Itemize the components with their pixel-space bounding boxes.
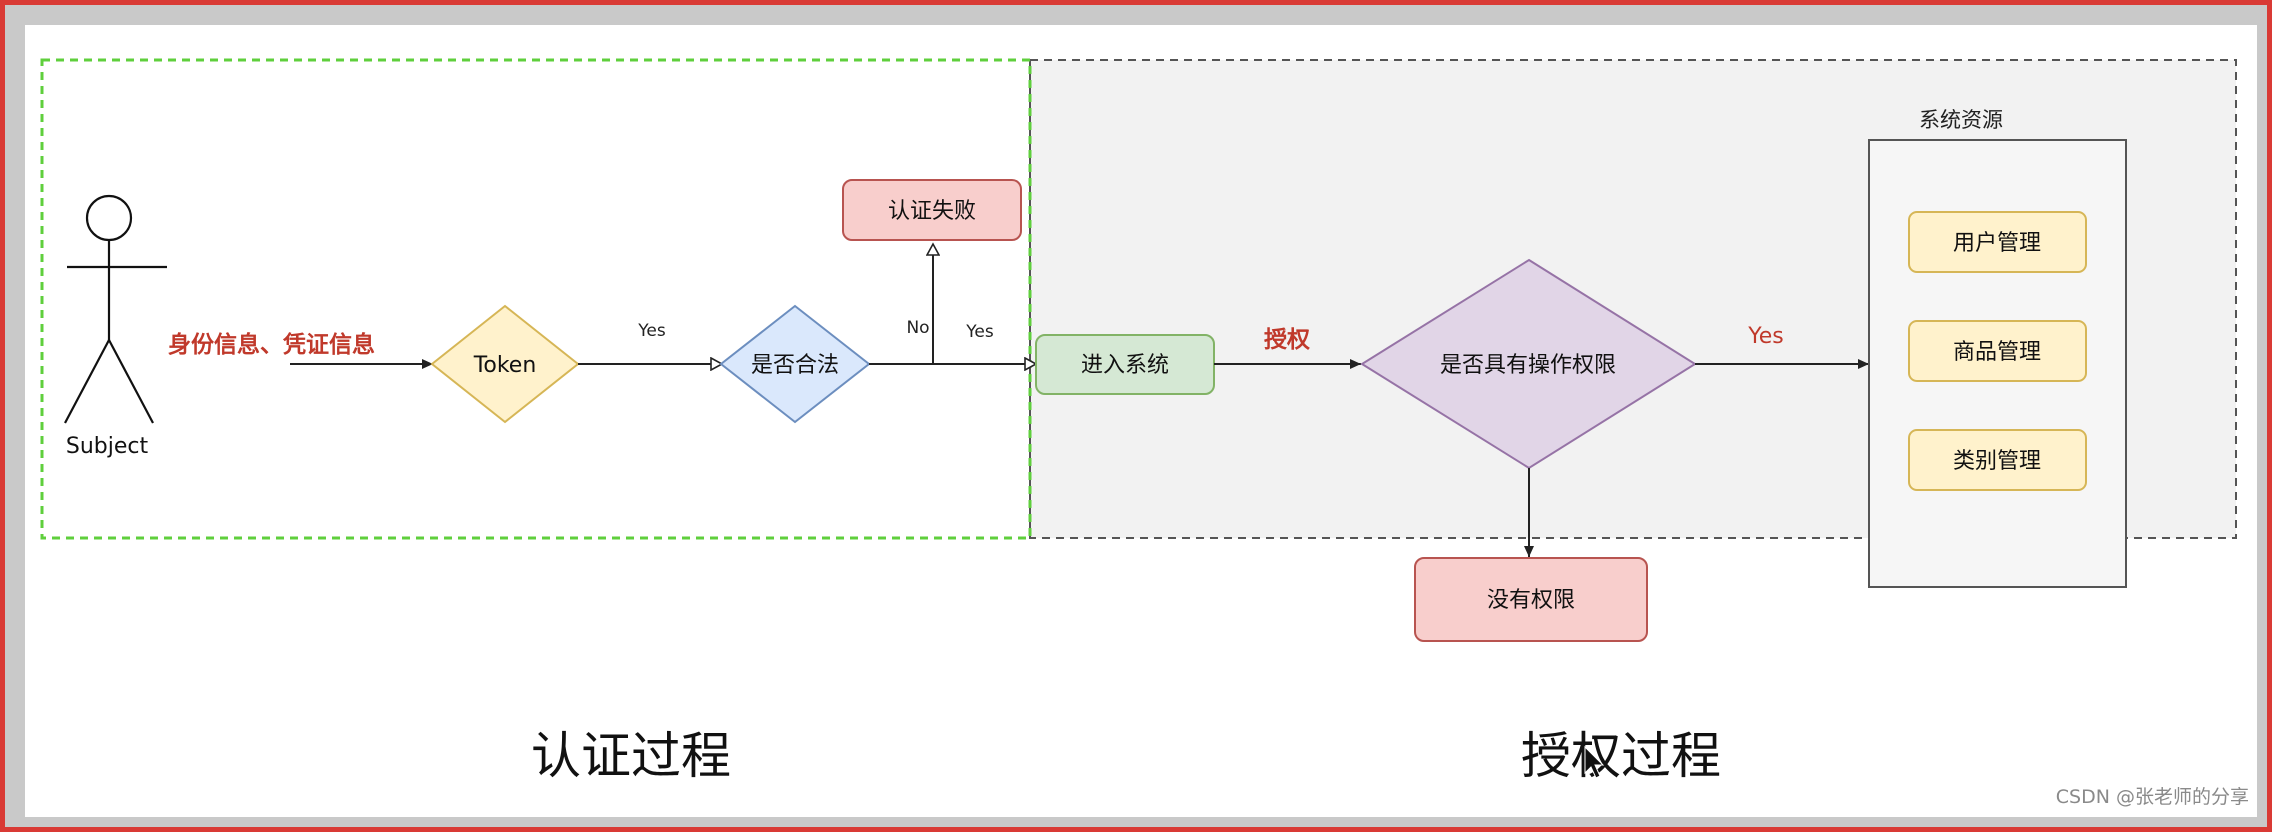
legal-diamond [719,304,871,424]
identity-edge-label: 身份信息、凭证信息 [168,331,375,358]
legal-label: 是否合法 [751,353,839,378]
resource-item-box [1908,211,2087,273]
resource-item-label: 用户管理 [1953,231,2041,256]
legal-no-label: No [906,318,929,338]
authentication-panel [40,58,1032,540]
resource-item-label: 类别管理 [1953,449,2041,474]
subject-actor-icon [64,194,167,424]
auth-fail-box [842,179,1022,241]
watermark: CSDN @张老师的分享 [2055,786,2249,808]
mouse-cursor-icon [1584,745,1605,779]
authentication-caption: 认证过程 [531,727,731,785]
authorization-caption: 授权过程 [1521,727,1721,785]
auth-fail-label: 认证失败 [888,199,976,224]
enter-system-label: 进入系统 [1081,353,1169,378]
legal-yes-label: Yes [965,322,994,342]
token-label: Token [473,353,537,378]
token-yes-label: Yes [637,321,666,341]
diagram-canvas: Subject 身份信息、凭证信息 Token Yes 是否合法 Yes No … [25,25,2257,817]
resource-item-box [1908,320,2087,382]
perm-yes-label: Yes [1747,324,1784,349]
resource-item-box [1908,429,2087,491]
token-diamond [430,304,580,424]
flowchart: Subject 身份信息、凭证信息 Token Yes 是否合法 Yes No … [40,58,2237,785]
authorize-edge-label: 授权 [1264,327,1310,353]
no-permission-label: 没有权限 [1487,588,1575,613]
resources-title: 系统资源 [1919,108,2003,132]
subject-label: Subject [66,434,149,459]
no-permission-box [1414,557,1648,642]
resource-item-label: 商品管理 [1953,340,2041,365]
permission-label: 是否具有操作权限 [1440,353,1616,378]
